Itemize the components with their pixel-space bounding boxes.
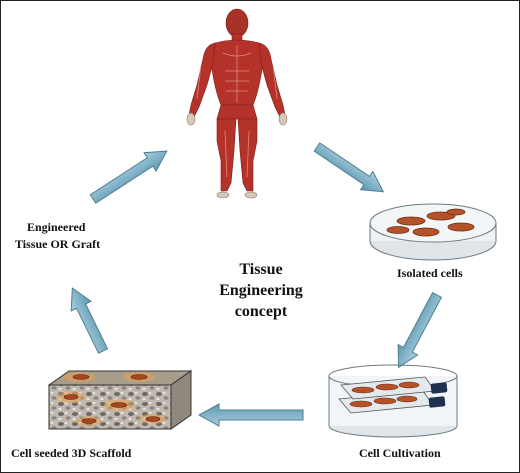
- arrow-scaffold-to-engineered: [70, 287, 109, 354]
- arrow-human-to-isolated: [313, 142, 385, 193]
- center-title-line3: concept: [234, 303, 288, 320]
- engineered-label-line1: Engineered: [27, 220, 86, 234]
- center-title-line1: Tissue: [239, 261, 283, 278]
- arrow-engineered-to-human: [89, 150, 168, 204]
- isolated-cells-label: Isolated cells: [397, 266, 463, 280]
- scaffold-label: Cell seeded 3D Scaffold: [11, 446, 132, 460]
- center-title-line2: Engineering: [219, 282, 303, 299]
- arrow-isolated-to-cultivation: [397, 291, 443, 369]
- arrow-cultivation-to-scaffold: [197, 403, 304, 427]
- engineered-label-line2: Tissue OR Graft: [15, 237, 101, 251]
- cell-cultivation-label: Cell Cultivation: [359, 446, 441, 460]
- center-title: Tissue Engineering concept: [201, 259, 321, 322]
